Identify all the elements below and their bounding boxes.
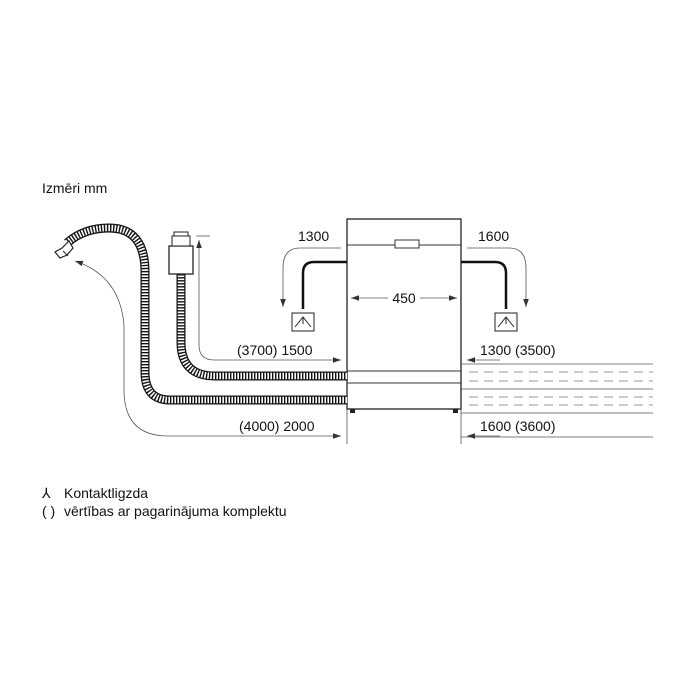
left-power-cable <box>301 260 347 309</box>
socket-icon <box>494 312 518 332</box>
socket-icon: ⅄ <box>41 485 51 501</box>
extension-symbol: ( ) <box>42 503 55 519</box>
left-cable-label: 1300 <box>298 228 329 244</box>
drain-right-label: 1300 (3500) <box>480 342 556 358</box>
tap-connector-icon <box>54 240 74 259</box>
right-power-cable <box>461 260 508 309</box>
socket-icon <box>291 312 315 332</box>
dishwasher-icon <box>346 218 462 413</box>
page-title: Izmēri mm <box>42 180 107 196</box>
inlet-hose-dimension <box>74 260 341 439</box>
socket-legend-label: Kontaktligzda <box>64 485 148 501</box>
drain-hose-icon <box>176 274 347 381</box>
width-label: 450 <box>392 290 416 306</box>
extension-legend-label: vērtības ar pagarinājuma komplektu <box>64 503 287 519</box>
inlet-right-label: 1600 (3600) <box>480 418 556 434</box>
right-cable-dimension <box>467 247 529 307</box>
legend: ⅄ Kontaktligzda ( ) vērtības ar pagarinā… <box>41 485 287 519</box>
drain-left-label: (3700) 1500 <box>237 342 313 358</box>
right-hose-routes <box>461 363 653 438</box>
inlet-left-label: (4000) 2000 <box>239 418 315 434</box>
siphon-icon <box>168 231 194 275</box>
left-cable-dimension <box>280 247 341 307</box>
right-cable-label: 1600 <box>478 228 509 244</box>
